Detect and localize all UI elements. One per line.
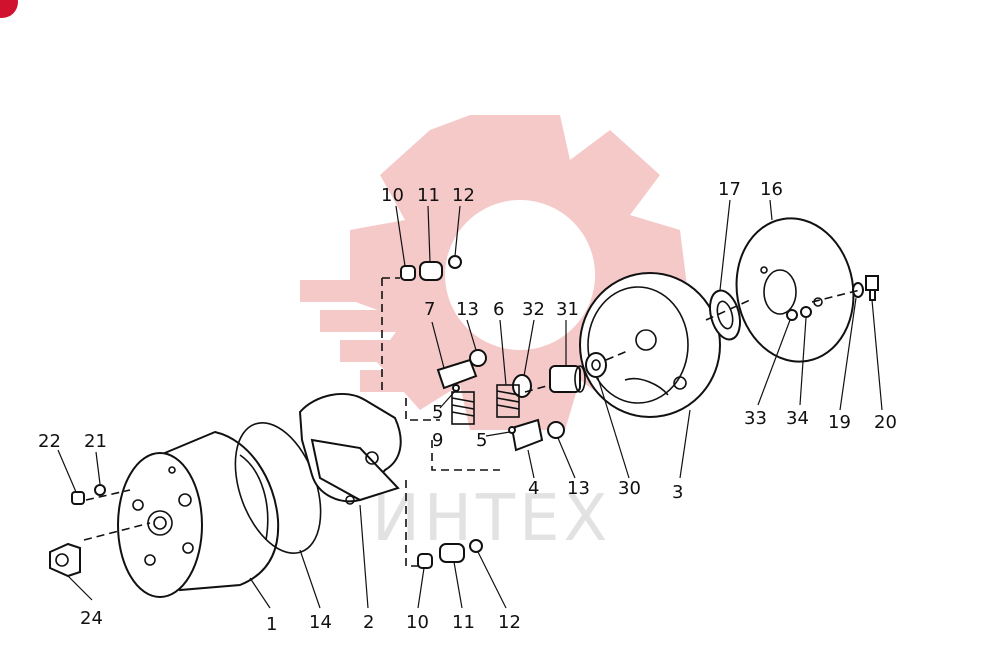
part-20-bolt <box>865 275 879 301</box>
label-16: 16 <box>760 179 783 200</box>
label-21: 21 <box>84 431 107 452</box>
label-9: 9 <box>432 430 443 451</box>
label-31: 31 <box>556 299 579 320</box>
part-13b-cap <box>547 421 565 439</box>
part-10b-pin <box>417 553 433 569</box>
part-24-plug <box>49 542 81 578</box>
label-13-lower: 13 <box>567 478 590 499</box>
part-11b-roller <box>439 543 465 563</box>
label-10-top: 10 <box>381 185 404 206</box>
corner-badge <box>0 0 18 18</box>
part-21-washer <box>94 484 106 496</box>
label-5-lower: 5 <box>476 430 487 451</box>
label-14: 14 <box>309 612 332 633</box>
part-16-end-plate <box>735 217 855 363</box>
label-10-bottom: 10 <box>406 612 429 633</box>
part-19-washer <box>852 282 864 298</box>
part-9-spring <box>451 391 475 425</box>
label-2: 2 <box>363 612 374 633</box>
part-12b-ring <box>469 539 483 553</box>
label-19: 19 <box>828 412 851 433</box>
part-12a-ring <box>448 255 462 269</box>
part-5a-pin <box>452 384 460 392</box>
label-22: 22 <box>38 431 61 452</box>
watermark-text: ИНТЕХ <box>372 482 611 556</box>
part-13a-cap <box>469 349 487 367</box>
label-20: 20 <box>874 412 897 433</box>
label-3: 3 <box>672 482 683 503</box>
label-5-upper: 5 <box>432 402 443 423</box>
label-1: 1 <box>266 614 277 635</box>
part-10a-pin <box>400 265 416 281</box>
label-30: 30 <box>618 478 641 499</box>
label-12-top: 12 <box>452 185 475 206</box>
part-22-screw <box>71 491 85 505</box>
part-11a-roller <box>419 261 443 281</box>
part-3-cover <box>579 272 721 418</box>
label-4: 4 <box>528 478 539 499</box>
label-11-top: 11 <box>417 185 440 206</box>
part-4-vane <box>510 418 544 452</box>
part-5b-pin <box>508 426 516 434</box>
part-1-housing <box>117 430 280 598</box>
label-17: 17 <box>718 179 741 200</box>
part-2-rotor <box>298 393 402 505</box>
part-34-washer <box>800 306 812 318</box>
label-24: 24 <box>80 608 103 629</box>
label-6: 6 <box>493 299 504 320</box>
part-30-washer <box>585 352 607 378</box>
part-6-spring <box>496 384 520 418</box>
leader-lines <box>57 199 883 609</box>
label-34: 34 <box>786 408 809 429</box>
label-33: 33 <box>744 408 767 429</box>
part-7-vane <box>436 358 478 390</box>
part-33-washer <box>786 309 798 321</box>
label-7: 7 <box>424 299 435 320</box>
label-12-bottom: 12 <box>498 612 521 633</box>
label-11-bottom: 11 <box>452 612 475 633</box>
part-17-bearing <box>709 289 741 341</box>
label-13-top: 13 <box>456 299 479 320</box>
assembly-lines <box>83 277 861 567</box>
part-labels: 10 11 12 7 13 6 32 31 5 9 5 4 13 30 3 17… <box>38 179 897 635</box>
label-32: 32 <box>522 299 545 320</box>
part-31-plug <box>549 365 586 393</box>
